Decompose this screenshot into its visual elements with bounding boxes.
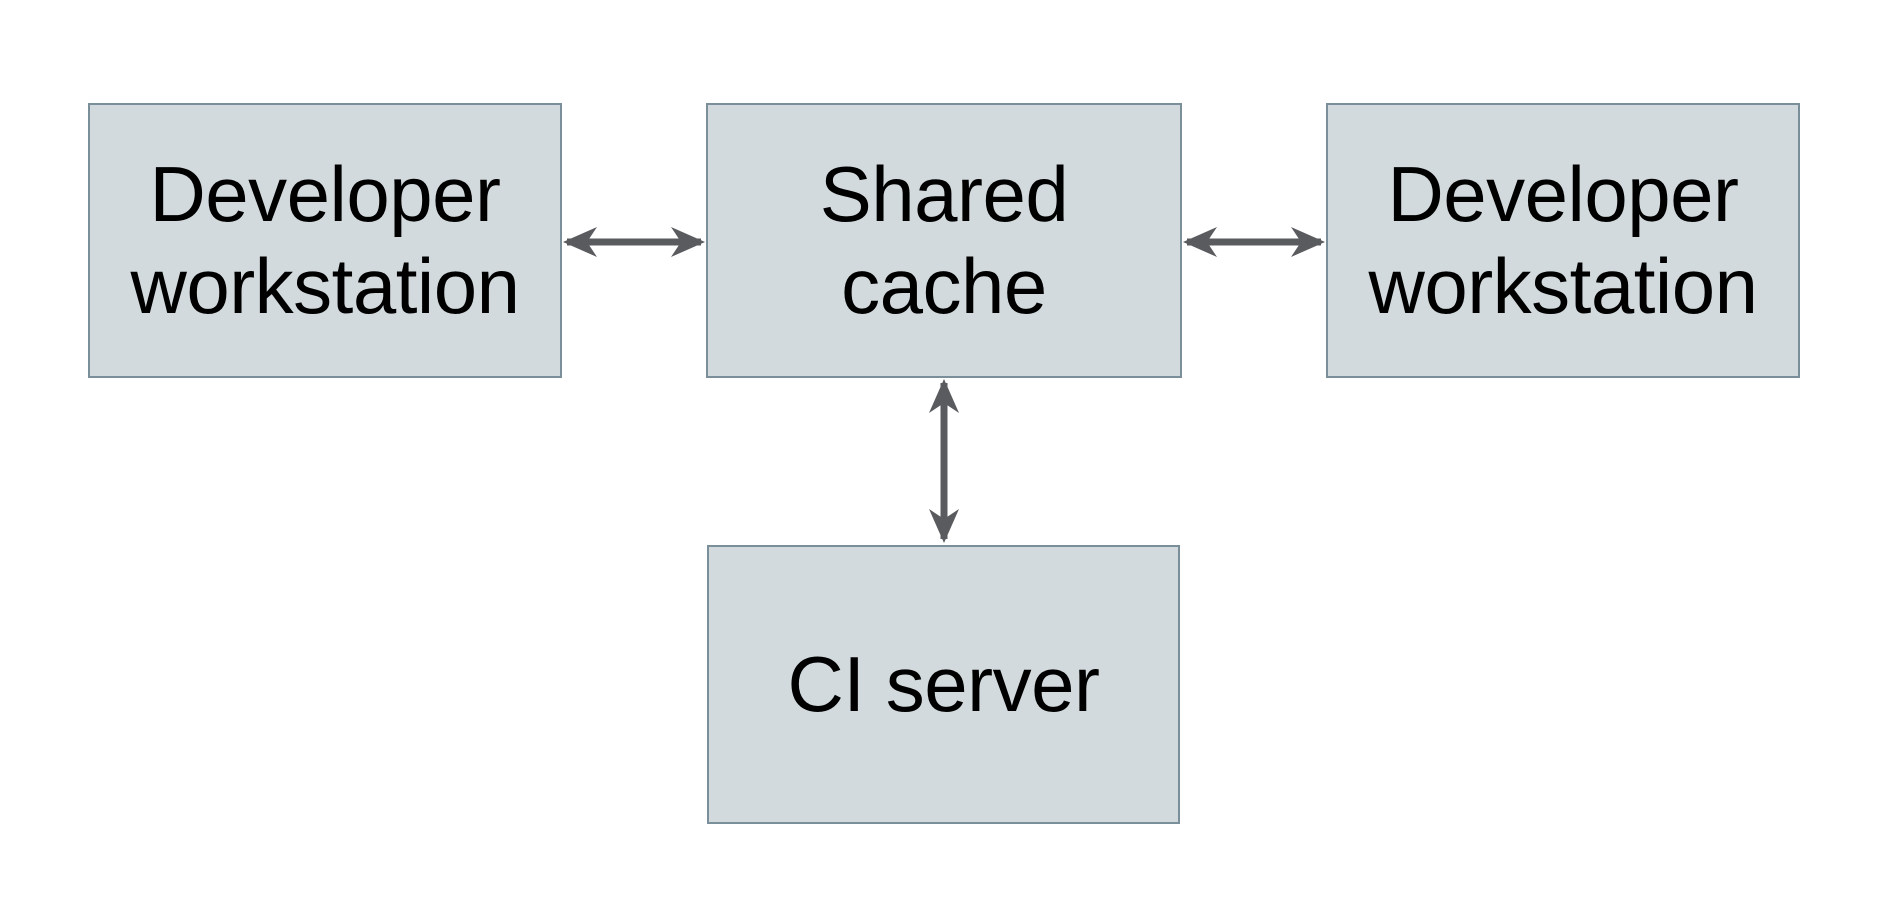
node-label: Developer workstation [1368, 150, 1759, 330]
node-developer-workstation-left: Developer workstation [88, 103, 562, 378]
node-label: Shared cache [819, 150, 1069, 330]
node-developer-workstation-right: Developer workstation [1326, 103, 1800, 378]
node-label: CI server [787, 639, 1100, 728]
node-label: Developer workstation [130, 150, 521, 330]
node-ci-server: CI server [707, 545, 1180, 824]
node-shared-cache: Shared cache [706, 103, 1182, 378]
